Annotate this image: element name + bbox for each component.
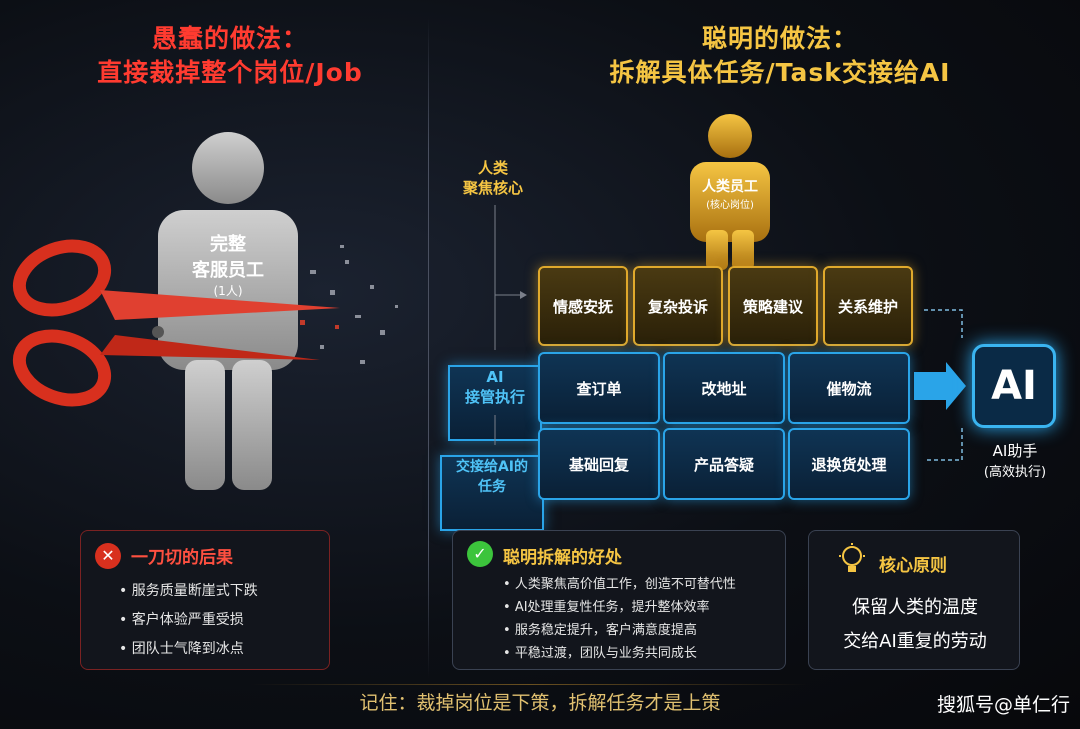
label-ai-line1: AI bbox=[486, 368, 504, 386]
scissors-icon bbox=[12, 239, 340, 407]
ai-task-cell: 改地址 bbox=[663, 352, 785, 424]
principle-title: 核心原则 bbox=[879, 556, 947, 576]
benefit-list: 人类聚焦高价值工作，创造不可替代性 AI处理重复性任务，提升整体效率 服务稳定提… bbox=[503, 573, 736, 665]
ai-task-label: 改地址 bbox=[701, 379, 747, 398]
left-figure-line2: 客服员工 bbox=[192, 260, 264, 281]
human-task-cell: 策略建议 bbox=[728, 266, 818, 346]
human-employee-icon bbox=[690, 114, 770, 270]
left-figure-line1: 完整 bbox=[210, 234, 246, 255]
label-human-line2: 聚焦核心 bbox=[462, 179, 523, 197]
right-figure-label: 人类员工 (核心岗位) bbox=[690, 176, 770, 211]
center-divider bbox=[428, 18, 429, 678]
lightbulb-icon bbox=[839, 543, 865, 572]
ai-caption: AI助手 (高效执行) bbox=[960, 440, 1070, 480]
left-figure-line3: (1人) bbox=[213, 284, 243, 298]
person-silhouette-icon bbox=[158, 132, 298, 490]
label-human-focus: 人类 聚焦核心 bbox=[448, 158, 538, 198]
ai-task-label: 产品答疑 bbox=[693, 455, 754, 474]
ai-task-cell: 产品答疑 bbox=[663, 428, 785, 500]
consequence-item: 客户体验严重受损 bbox=[119, 606, 258, 635]
check-circle-icon: ✓ bbox=[467, 541, 493, 567]
x-circle-icon: ✕ bbox=[95, 543, 121, 569]
label-tasks-handed: 交接给AI的 任务 bbox=[440, 455, 544, 531]
right-title-line2: 拆解具体任务/Task交接给AI bbox=[609, 58, 951, 87]
footer-rule bbox=[250, 684, 810, 685]
ai-caption-line1: AI助手 bbox=[992, 442, 1038, 460]
ai-task-label: 查订单 bbox=[576, 379, 622, 398]
ai-task-cell: 查订单 bbox=[538, 352, 660, 424]
left-title-line1: 愚蠢的做法： bbox=[151, 24, 308, 53]
ai-caption-line2: (高效执行) bbox=[983, 465, 1047, 480]
benefit-item: 平稳过渡，团队与业务共同成长 bbox=[503, 642, 736, 665]
consequence-title: 一刀切的后果 bbox=[131, 548, 233, 568]
human-task-cell: 复杂投诉 bbox=[633, 266, 723, 346]
ai-assistant-box: AI bbox=[972, 344, 1056, 428]
right-title-line1: 聪明的做法： bbox=[701, 24, 858, 53]
left-title-line2: 直接裁掉整个岗位/Job bbox=[97, 58, 363, 87]
principle-line2: 交给AI重复的劳动 bbox=[843, 631, 987, 652]
consequence-box: ✕ 一刀切的后果 服务质量断崖式下跌 客户体验严重受损 团队士气降到冰点 bbox=[80, 530, 330, 670]
footer-text: 记住：裁掉岗位是下策，拆解任务才是上策 bbox=[359, 692, 721, 714]
ai-task-label: 催物流 bbox=[826, 379, 872, 398]
watermark: 搜狐号@单仁行 bbox=[936, 694, 1070, 716]
benefit-item: AI处理重复性任务，提升整体效率 bbox=[503, 596, 736, 619]
human-task-label: 复杂投诉 bbox=[647, 297, 708, 316]
right-figure-line1: 人类员工 bbox=[702, 179, 758, 195]
principle-box: 核心原则 保留人类的温度 交给AI重复的劳动 bbox=[808, 530, 1020, 670]
left-figure-label: 完整 客服员工 (1人) bbox=[158, 230, 298, 299]
label-task-line2: 任务 bbox=[478, 479, 506, 495]
ai-task-cell: 催物流 bbox=[788, 352, 910, 424]
ai-box-text: AI bbox=[991, 363, 1037, 409]
ai-task-label: 基础回复 bbox=[568, 455, 629, 474]
label-human-line1: 人类 bbox=[477, 159, 508, 177]
human-task-label: 策略建议 bbox=[742, 297, 803, 316]
human-task-label: 情感安抚 bbox=[552, 297, 613, 316]
right-title: 聪明的做法： 拆解具体任务/Task交接给AI bbox=[560, 22, 1000, 90]
benefit-title: 聪明拆解的好处 bbox=[503, 548, 622, 568]
human-task-label: 关系维护 bbox=[837, 297, 898, 316]
ai-task-cell: 退换货处理 bbox=[788, 428, 910, 500]
left-title: 愚蠢的做法： 直接裁掉整个岗位/Job bbox=[40, 22, 420, 90]
human-task-cell: 关系维护 bbox=[823, 266, 913, 346]
ai-flow-arrows bbox=[914, 309, 966, 461]
label-task-line1: 交接给AI的 bbox=[455, 459, 529, 475]
benefit-item: 人类聚焦高价值工作，创造不可替代性 bbox=[503, 573, 736, 596]
bracket-connector bbox=[494, 205, 527, 445]
label-ai-line2: 接管执行 bbox=[464, 388, 525, 406]
human-task-cell: 情感安抚 bbox=[538, 266, 628, 346]
debris-particles bbox=[300, 245, 398, 364]
benefit-box: ✓ 聪明拆解的好处 人类聚焦高价值工作，创造不可替代性 AI处理重复性任务，提升… bbox=[452, 530, 786, 670]
consequence-list: 服务质量断崖式下跌 客户体验严重受损 团队士气降到冰点 bbox=[119, 577, 258, 664]
ai-task-label: 退换货处理 bbox=[811, 455, 887, 474]
right-figure-line2: (核心岗位) bbox=[706, 200, 754, 211]
consequence-item: 服务质量断崖式下跌 bbox=[119, 577, 258, 606]
scissors-figure-illustration bbox=[12, 132, 398, 490]
ai-task-cell: 基础回复 bbox=[538, 428, 660, 500]
benefit-item: 服务稳定提升，客户满意度提高 bbox=[503, 619, 736, 642]
consequence-item: 团队士气降到冰点 bbox=[119, 635, 258, 664]
principle-line1: 保留人类的温度 bbox=[852, 597, 978, 618]
